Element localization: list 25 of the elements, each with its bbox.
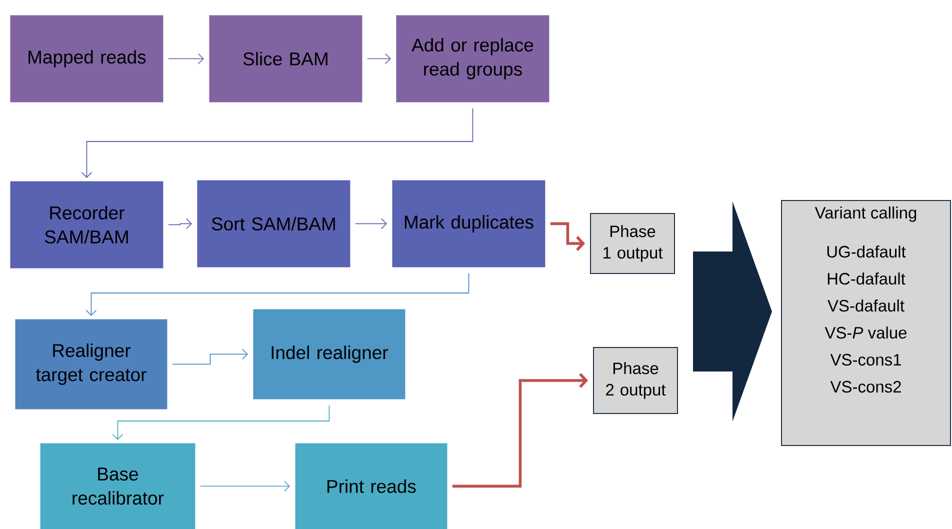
process-box: Base recalibrator [40,443,196,529]
arrow [81,108,474,178]
process-box: Print reads [295,443,448,529]
arrow [366,53,391,64]
arrow [172,348,248,365]
arrow [200,480,290,492]
arrow [354,218,388,230]
output-box: Phase 1 output [590,213,675,274]
process-box: Mark duplicates [392,180,546,268]
block-arrow [693,202,772,422]
process-box: Mapped reads [10,15,164,102]
result-panel: Variant calling UG-dafault HC-dafault VS-dafault VS-P value VS-cons1 VS-cons2 [781,200,951,446]
arrow [112,404,330,440]
arrow [168,218,192,230]
output-box: Phase 2 output [593,347,678,414]
process-box: Indel realigner [253,309,406,400]
process-box: Sort SAM/BAM [197,180,350,268]
arrow [168,53,204,64]
arrow [86,272,470,316]
process-box: Recorder SAM/BAM [10,181,164,268]
process-box: Realigner target creator [15,319,168,410]
arrow [452,373,588,488]
process-box: Add or replace read groups [396,15,550,102]
arrow [550,222,586,251]
process-box: Slice BAM [209,15,362,102]
